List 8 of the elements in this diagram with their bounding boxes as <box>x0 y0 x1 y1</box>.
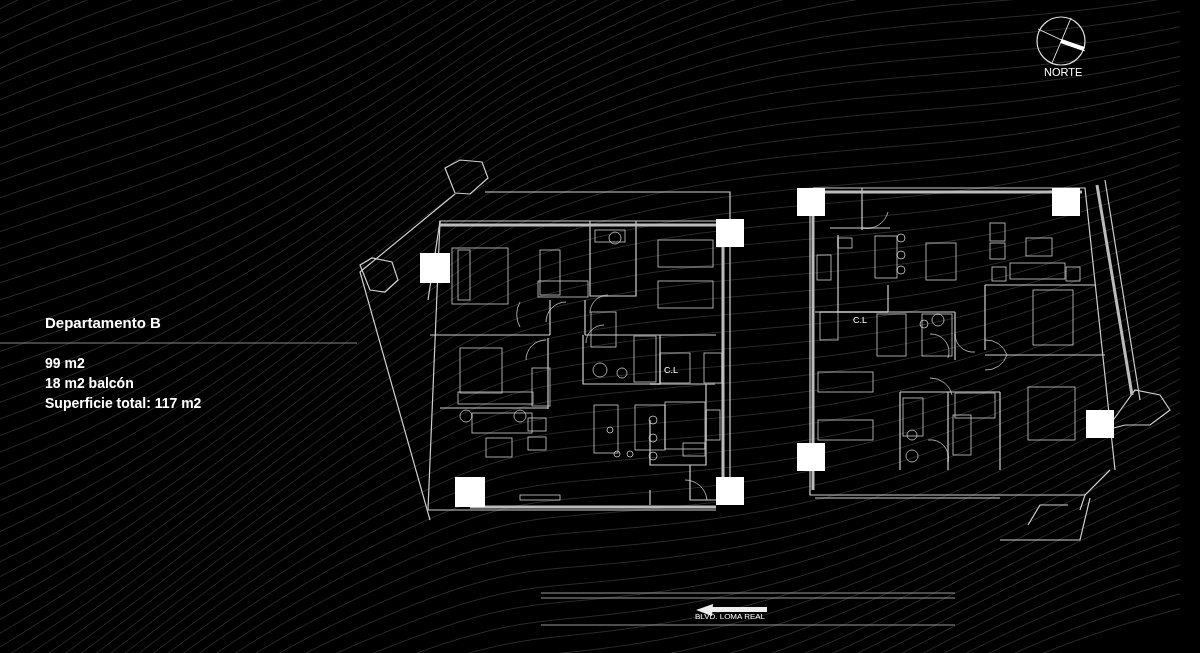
street-label: BLVD. LOMA REAL <box>694 612 766 621</box>
north-label: NORTE <box>1044 66 1083 78</box>
room-label: C.L <box>853 315 867 325</box>
area-text: 18 m2 balcón <box>45 375 134 391</box>
area-text: Superficie total: 117 m2 <box>45 395 202 411</box>
room-label: C.L <box>664 365 678 375</box>
area-text: 99 m2 <box>45 355 85 371</box>
apartment-title: Departamento B <box>45 314 161 331</box>
